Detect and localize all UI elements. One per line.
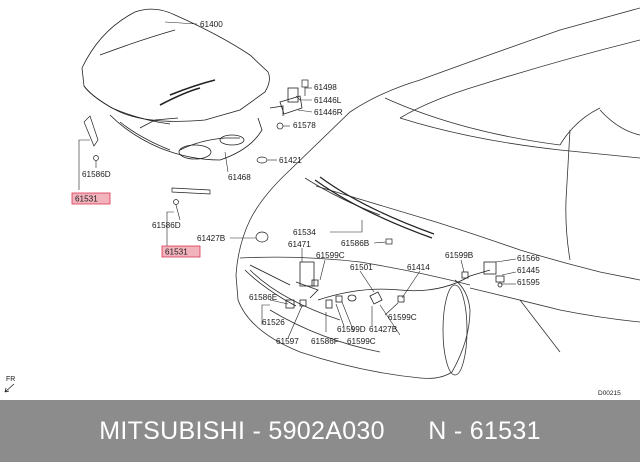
part-number-text: MITSUBISHI - 5902A030 N - 61531 [99, 416, 541, 445]
car-body-outline [235, 7, 640, 379]
hood-hinge [269, 87, 303, 116]
hood-latch-assembly [244, 261, 505, 309]
callout-61531-left: 61531 [75, 195, 98, 204]
callout-61445: 61445 [517, 266, 540, 275]
bumper-61427b [255, 231, 269, 243]
callout-61586b: 61586B [341, 239, 370, 248]
callout-61534: 61534 [293, 228, 316, 237]
callout-61599c-upper: 61599C [316, 251, 345, 260]
highlight-box-61531-left [71, 192, 111, 205]
windshield-weatherstrip [314, 176, 435, 239]
callout-61599c-lower-right: 61599C [388, 313, 417, 322]
highlight-box-61531-center [161, 245, 201, 258]
callout-61578: 61578 [293, 121, 316, 130]
weatherstrip-center [171, 187, 211, 205]
bumper-61421 [256, 156, 268, 164]
callout-61586d-left: 61586D [82, 170, 111, 179]
callout-61566: 61566 [517, 254, 540, 263]
callout-61427b-upper: 61427B [197, 234, 226, 243]
callout-61414: 61414 [407, 263, 430, 272]
leader-lines [78, 21, 517, 339]
callout-61471: 61471 [288, 240, 311, 249]
callout-61446l: 61446L [314, 96, 342, 105]
clip-61586b [385, 238, 393, 245]
callout-61599c-lower-left: 61599C [347, 337, 376, 346]
callout-61599b: 61599B [445, 251, 474, 260]
bolt-61498 [301, 79, 309, 96]
nut-61578 [276, 122, 284, 130]
callout-61446r: 61446R [314, 108, 343, 117]
callout-61531-center: 61531 [165, 248, 188, 257]
callout-61586f: 61586F [311, 337, 339, 346]
front-mark-label: FR [6, 376, 15, 383]
part-number-banner: MITSUBISHI - 5902A030 N - 61531 [0, 400, 640, 462]
callout-61498: 61498 [314, 83, 337, 92]
front-direction-marker: FR [4, 376, 15, 393]
callout-61586d-center: 61586D [152, 221, 181, 230]
callout-61400: 61400 [200, 20, 223, 29]
callout-61526: 61526 [262, 318, 285, 327]
callout-61597: 61597 [276, 337, 299, 346]
callout-61586e: 61586E [249, 293, 278, 302]
callout-61595: 61595 [517, 278, 540, 287]
front-arrow-icon [4, 383, 15, 393]
callout-61427b-lower: 61427B [369, 325, 398, 334]
callout-61421: 61421 [279, 156, 302, 165]
hood-panel-drawing [81, 8, 270, 161]
weatherstrip-left [83, 115, 99, 161]
callout-61599d: 61599D [337, 325, 366, 334]
callout-61501: 61501 [350, 263, 373, 272]
hood-parts-diagram: 61400 61498 61446L 61446R 61578 61421 61… [4, 7, 640, 397]
callout-61468: 61468 [228, 173, 251, 182]
diagram-reference-code: D00215 [598, 390, 621, 397]
